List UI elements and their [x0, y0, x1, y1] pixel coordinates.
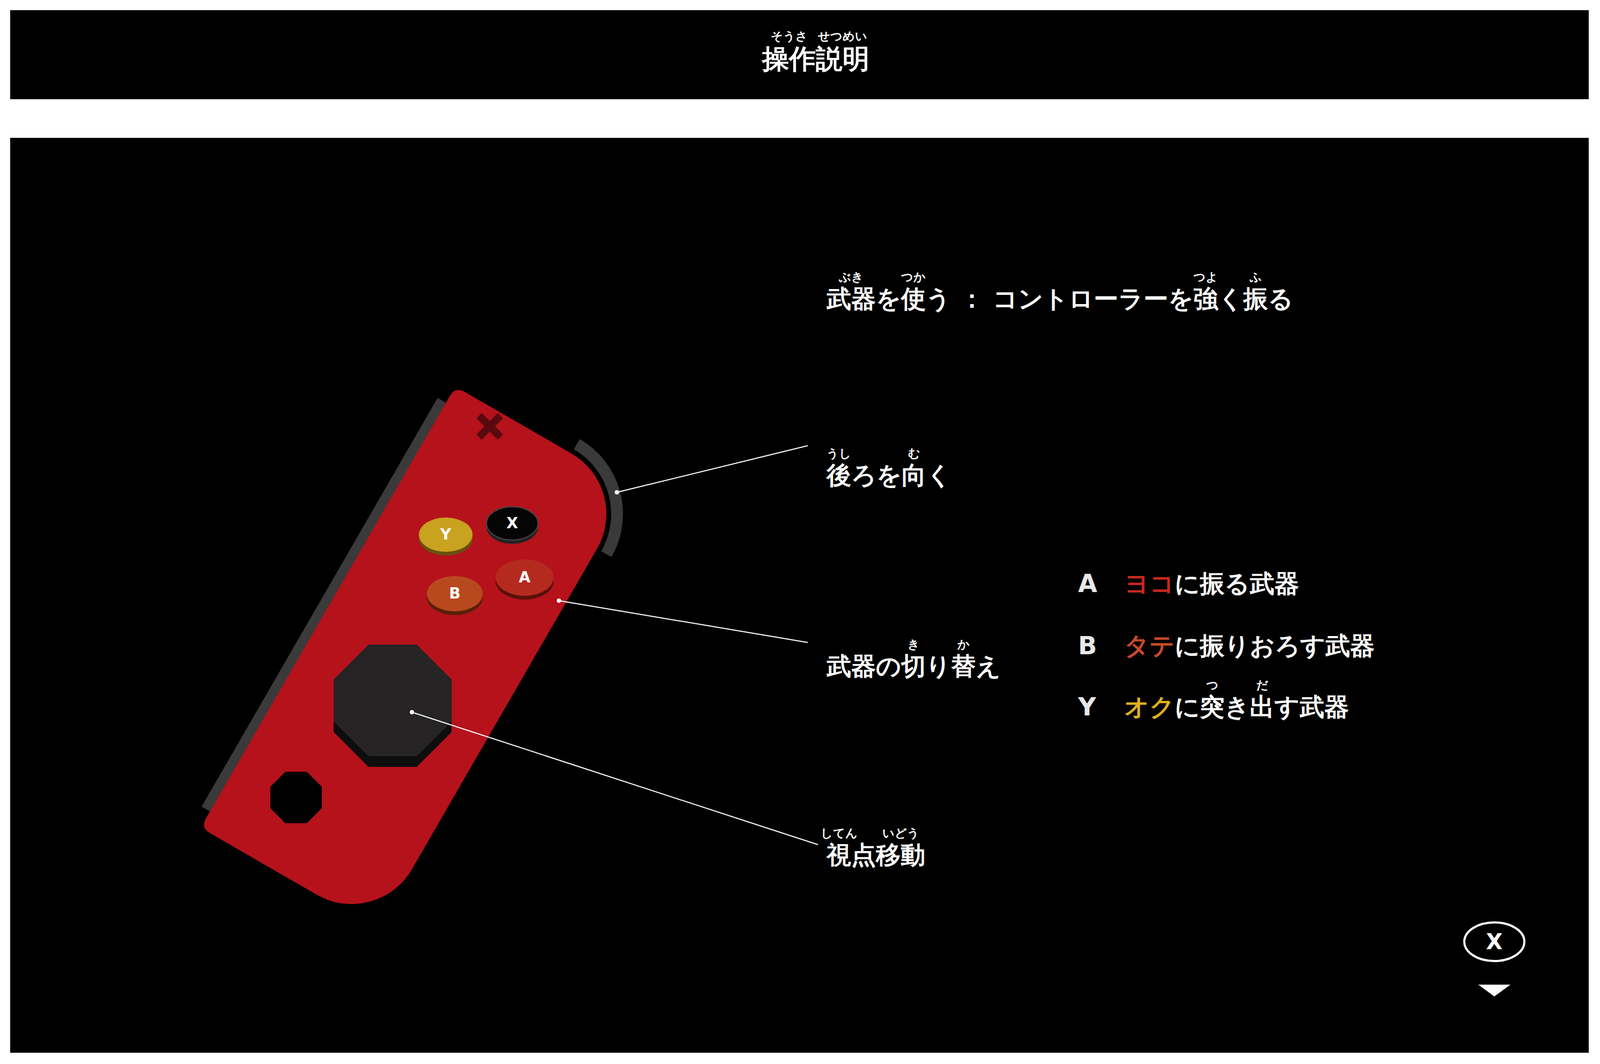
furigana: そうさ — [770, 30, 808, 43]
furigana: だ — [1256, 679, 1269, 692]
furigana: つよ — [1193, 271, 1219, 284]
weapon-text: に振りおろす武器 — [1174, 633, 1375, 659]
furigana: ふ — [1249, 271, 1263, 284]
close-icon — [1464, 922, 1525, 962]
furigana: つ — [1206, 679, 1219, 692]
furigana: ぶき — [838, 271, 864, 284]
furigana: うし — [826, 447, 852, 460]
button-letter: A — [1078, 571, 1098, 596]
weapon-text: に突き出す武器 — [1174, 694, 1349, 720]
y-button — [418, 517, 473, 552]
plus-button — [478, 415, 501, 438]
close-glyph: X — [1486, 931, 1503, 953]
direction-word: タテ — [1124, 633, 1175, 659]
control-stick — [333, 644, 452, 757]
b-button — [426, 576, 483, 612]
leader-dot — [556, 598, 562, 603]
leader-lines — [411, 445, 818, 845]
home-button — [270, 771, 322, 824]
weapon-text: に振る武器 — [1174, 571, 1300, 596]
direction-word: オク — [1124, 694, 1175, 720]
next-arrow — [1478, 984, 1511, 997]
instruction-text: 武器を使う ： コントローラーを強く振る — [826, 286, 1294, 312]
panel-ground — [10, 137, 1589, 1053]
button-letter: Y — [1078, 694, 1096, 720]
title-text: 操作説明 — [762, 45, 870, 73]
furigana: してん — [820, 827, 858, 840]
button-glyph: Y — [440, 527, 452, 543]
button-glyph: X — [506, 515, 519, 532]
furigana: つか — [901, 271, 926, 284]
button-glyph: B — [448, 586, 461, 602]
button-letter: B — [1078, 633, 1097, 659]
leader-dot — [614, 490, 619, 495]
a-button — [495, 559, 554, 596]
callout-text: 武器の切り替え — [826, 653, 1001, 679]
furigana: き — [907, 638, 920, 651]
button-glyph: A — [518, 570, 531, 586]
callout-text: 視点移動 — [826, 842, 926, 868]
controller-body — [200, 386, 632, 931]
callout-text: 後ろを向く — [826, 462, 952, 488]
direction-word: ヨコ — [1124, 571, 1175, 596]
furigana: む — [908, 447, 921, 460]
leader-dot — [409, 710, 415, 715]
furigana: せつめい — [817, 30, 868, 43]
x-button — [486, 506, 538, 541]
furigana: か — [957, 638, 970, 651]
furigana: いどう — [882, 827, 920, 840]
